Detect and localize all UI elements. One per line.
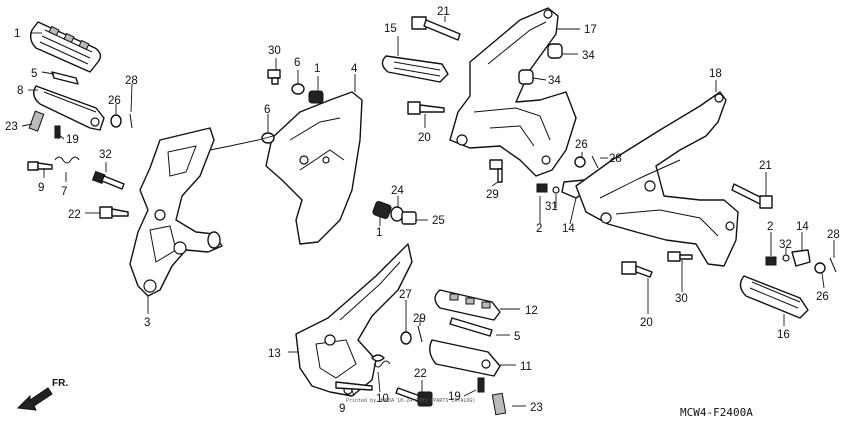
part-label-15: 15 — [384, 23, 397, 35]
right-rear-step-holder — [575, 91, 739, 267]
part-label-2b: 2 — [767, 221, 773, 233]
part-label-9b: 9 — [339, 403, 345, 415]
part-label-22: 22 — [68, 209, 81, 221]
part-label-23b: 23 — [530, 402, 543, 414]
front-step-holder — [129, 127, 223, 297]
watermark: Printed by HONDA 10-24-2003 (PARTS CATAL… — [346, 398, 475, 404]
front-direction-indicator: FR. — [16, 378, 68, 411]
part-label-28b: 28 — [827, 229, 840, 241]
part-label-12: 1 — [14, 28, 20, 40]
rear-step-holder — [449, 7, 577, 177]
part-label-20: 20 — [418, 132, 431, 144]
part-label-19b: 19 — [448, 391, 461, 403]
part-label-8: 8 — [17, 85, 23, 97]
rear-footpeg-upper — [381, 55, 449, 83]
heel-guard — [265, 91, 363, 245]
part-label-30b: 30 — [675, 293, 688, 305]
part-label-11: 11 — [520, 361, 532, 373]
part-label-5: 5 — [31, 68, 37, 80]
part-label-5b: 5 — [514, 331, 520, 343]
part-label-9: 9 — [38, 182, 44, 194]
lower-footpeg-group — [295, 243, 507, 416]
rear-footpeg-right — [739, 275, 809, 319]
part-label-12b: 12 — [525, 305, 538, 317]
part-label-6b: 6 — [264, 104, 270, 116]
part-label-28: 28 — [609, 153, 622, 165]
part-label-24: 24 — [391, 185, 404, 197]
part-label-29b: 29 — [413, 313, 426, 325]
heel-guard-group — [261, 69, 417, 245]
part-label-25: 25 — [432, 215, 445, 227]
part-label-14b: 14 — [796, 221, 809, 233]
part-label-18: 18 — [709, 68, 722, 80]
lower-step-holder — [295, 243, 413, 397]
part-label-1: 1 — [314, 63, 320, 75]
part-label-20b: 20 — [640, 317, 653, 329]
part-label-4: 4 — [351, 63, 358, 75]
part-label-26: 26 — [575, 139, 588, 151]
part-label-17: 17 — [584, 24, 597, 36]
part-label-16: 16 — [777, 329, 790, 341]
footpeg-plate — [51, 71, 79, 85]
part-label-21: 21 — [437, 6, 450, 18]
part-label-27b: 27 — [399, 289, 412, 301]
part-label-32b: 32 — [779, 239, 792, 251]
part-label-23: 23 — [5, 121, 18, 133]
part-label-21b: 21 — [759, 160, 772, 172]
part-label-7: 7 — [61, 186, 67, 198]
part-label-30: 29 — [486, 189, 499, 201]
part-label-32: 31 — [545, 201, 558, 213]
part-label-10: 10 — [376, 393, 389, 405]
part-label-33: 32 — [99, 149, 112, 161]
rear-step-holder-group — [381, 7, 599, 199]
leader-lines — [21, 16, 835, 407]
part-label-34b: 34 — [548, 75, 561, 87]
part-label-22b: 22 — [414, 368, 427, 380]
part-label-31: 30 — [268, 45, 281, 57]
front-direction-arrow-icon — [16, 387, 53, 411]
left-front-footpeg-group — [27, 21, 223, 297]
direction-label: FR. — [52, 378, 68, 389]
spring — [28, 110, 45, 132]
part-label-19: 19 — [66, 134, 79, 146]
diagram-code: MCW4-F2400A — [680, 406, 753, 419]
part-label-3: 3 — [144, 317, 150, 329]
part-label-26b: 26 — [816, 291, 829, 303]
part-label-2: 2 — [536, 223, 542, 235]
part-label-34: 34 — [582, 50, 595, 62]
part-labels: 1 5 8 23 19 26 28 9 7 32 22 3 30 6 1 4 6… — [5, 6, 840, 415]
return-spring — [54, 156, 80, 164]
part-label-6: 6 — [294, 57, 300, 69]
footpeg-body-lower — [429, 339, 501, 377]
part-label-29: 28 — [125, 75, 138, 87]
part-label-1b: 1 — [376, 227, 382, 239]
right-rear-holder-group — [575, 91, 837, 319]
part-label-14: 14 — [562, 223, 575, 235]
part-label-13: 13 — [268, 348, 281, 360]
part-label-27: 26 — [108, 95, 121, 107]
